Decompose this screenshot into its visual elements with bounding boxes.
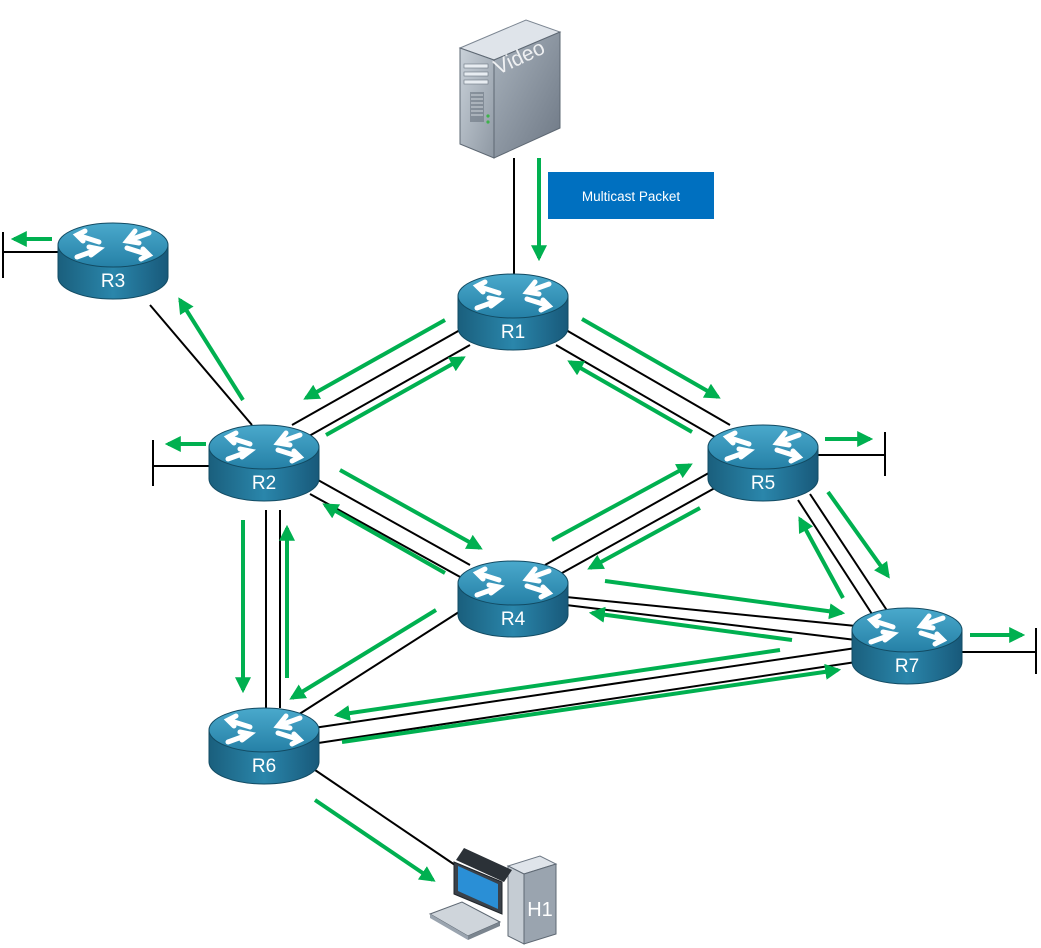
link-r4-r5-a	[544, 469, 715, 566]
link-r6-h1	[314, 769, 456, 866]
arrow-r5-to-r7	[826, 490, 890, 579]
router-label: R6	[252, 756, 276, 777]
link-r5-r7-a	[797, 499, 873, 615]
network-links	[2, 158, 1037, 866]
router-r6[interactable]: R6	[208, 707, 320, 785]
link-r1-r5-a	[565, 329, 731, 426]
link-r4-r7-a	[565, 596, 857, 627]
router-label: R4	[501, 609, 526, 630]
arrow-r2-to-r4	[339, 468, 483, 550]
multicast-packet-callout: Multicast Packet	[548, 172, 714, 219]
arrow-r7-to-r5	[798, 516, 845, 599]
link-r3-r2	[149, 304, 253, 426]
arrow-r4-to-r7	[604, 579, 846, 620]
arrow-r5-to-r4	[587, 506, 701, 570]
link-r1-r2-a	[291, 329, 461, 426]
router-icon	[707, 424, 819, 502]
router-icon	[57, 222, 169, 300]
router-icon	[457, 560, 569, 638]
link-r4-r7-b	[565, 604, 857, 641]
arrow-r2-to-r3	[178, 297, 245, 402]
arrow-r2-to-r1	[325, 356, 466, 437]
arrow-r4-to-r2	[322, 503, 446, 575]
link-r2-r4-a	[317, 479, 471, 566]
arrow-r5-to-r1	[567, 360, 693, 434]
arrow-r6-to-h1	[313, 798, 436, 882]
link-r2-r4-b	[309, 493, 463, 579]
multicast-arrows	[10, 158, 1026, 882]
link-r6-r7-b	[304, 661, 857, 746]
video-server[interactable]: Video	[458, 19, 562, 159]
link-r4-r6	[289, 609, 463, 721]
link-r6-r7-a	[299, 647, 857, 731]
arrow-r7-to-r4	[588, 606, 793, 642]
host-h1[interactable]: H1	[428, 848, 558, 945]
router-r2[interactable]: R2	[208, 424, 320, 502]
link-r1-r2-b	[301, 344, 471, 441]
router-label: R1	[501, 322, 525, 343]
link-r1-r5-b	[555, 344, 721, 441]
router-label: R7	[895, 656, 919, 677]
arrow-r6-to-r7	[341, 663, 842, 744]
router-icon	[851, 607, 963, 685]
arrow-r4-to-r5	[551, 463, 693, 542]
router-icon	[208, 424, 320, 502]
desktop-computer-icon	[428, 848, 558, 945]
router-r7[interactable]: R7	[851, 607, 963, 685]
arrow-r7-to-r6	[333, 648, 781, 722]
router-label: R2	[252, 473, 276, 494]
router-icon	[457, 273, 569, 351]
arrow-r4-to-r6	[289, 608, 438, 700]
link-r5-r7-b	[809, 493, 889, 613]
link-r4-r5-b	[552, 483, 723, 579]
callout-box	[548, 172, 714, 219]
host-label: H1	[527, 899, 553, 921]
router-r5[interactable]: R5	[707, 424, 819, 502]
router-r4[interactable]: R4	[457, 560, 569, 638]
router-label: R3	[101, 271, 125, 292]
router-icon	[208, 707, 320, 785]
router-r1[interactable]: R1	[457, 273, 569, 351]
server-icon	[458, 19, 562, 159]
router-r3[interactable]: R3	[57, 222, 169, 300]
arrow-r1-to-r2	[303, 318, 446, 400]
router-label: R5	[751, 473, 775, 494]
arrow-r1-to-r5	[581, 317, 721, 399]
callout-text: Multicast Packet	[582, 189, 681, 204]
